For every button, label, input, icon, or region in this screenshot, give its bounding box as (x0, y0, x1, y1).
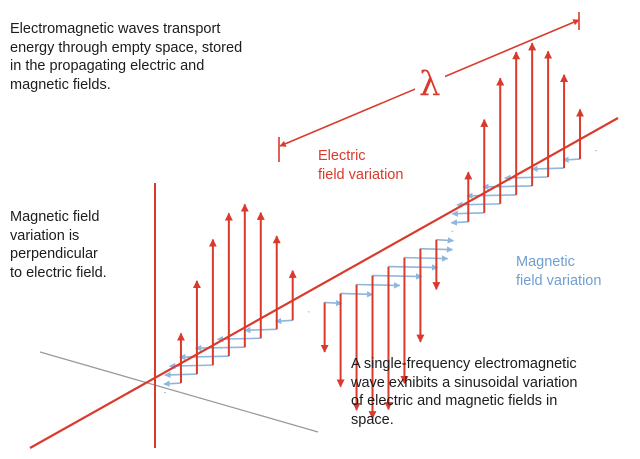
horizontal-axis (39, 351, 319, 433)
magnetic-field-label: Magnetic field variation (516, 254, 602, 289)
wavelength-symbol: λ (415, 64, 445, 104)
magnetic-vector (466, 192, 517, 199)
magnetic-vector (482, 183, 533, 191)
magnetic-vector (436, 237, 455, 244)
perpendicular-text: Magnetic field variation is perpendicula… (10, 209, 107, 281)
magnetic-vector (404, 255, 449, 262)
electric-field-label: Electric field variation (318, 148, 404, 183)
magnetic-vector (450, 219, 469, 226)
magnetic-vector (194, 344, 245, 352)
propagation-axis (29, 117, 619, 449)
single-frequency-text: A single-frequency electromagnetic wave … (351, 356, 578, 428)
magnetic-vector (178, 353, 229, 361)
intro-text: Electromagnetic waves transport energy t… (10, 21, 243, 93)
magnetic-vector (163, 380, 182, 387)
magnetic-vector (562, 156, 581, 163)
magnetic-vector (372, 273, 423, 280)
magnetic-vector (324, 299, 343, 307)
magnetic-vector (274, 317, 293, 325)
magnetic-vector (356, 282, 401, 289)
magnetic-vector (388, 264, 439, 271)
